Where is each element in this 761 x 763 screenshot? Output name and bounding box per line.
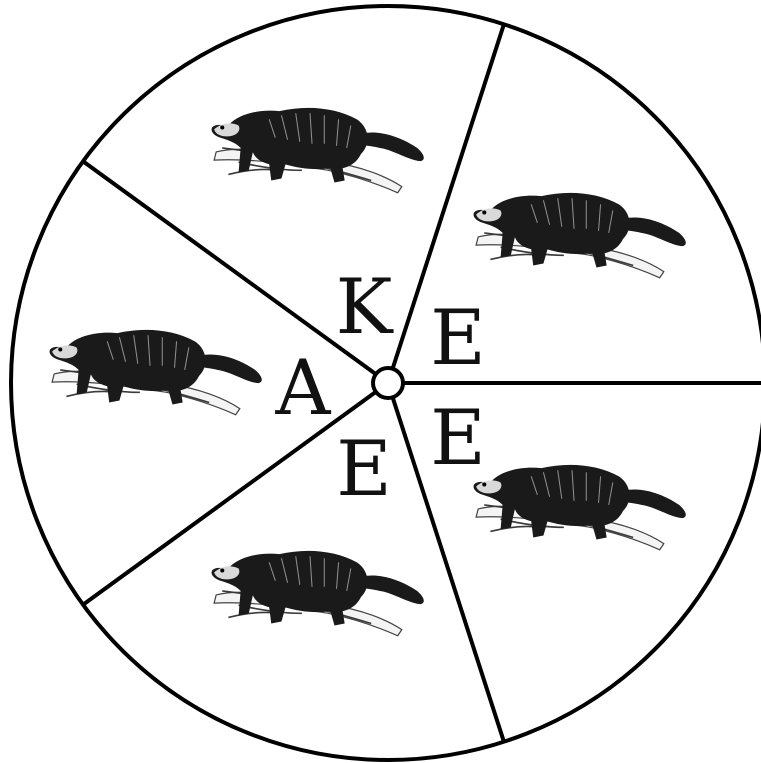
sector-letter-upper-right: E xyxy=(430,293,485,382)
sector-letter-top: K xyxy=(336,262,394,351)
sector-letter-left: A xyxy=(275,343,332,432)
spinner-hub[interactable] xyxy=(373,368,403,398)
sector-letter-lower-right: E xyxy=(430,393,485,482)
sector-letter-bottom: E xyxy=(336,424,391,513)
